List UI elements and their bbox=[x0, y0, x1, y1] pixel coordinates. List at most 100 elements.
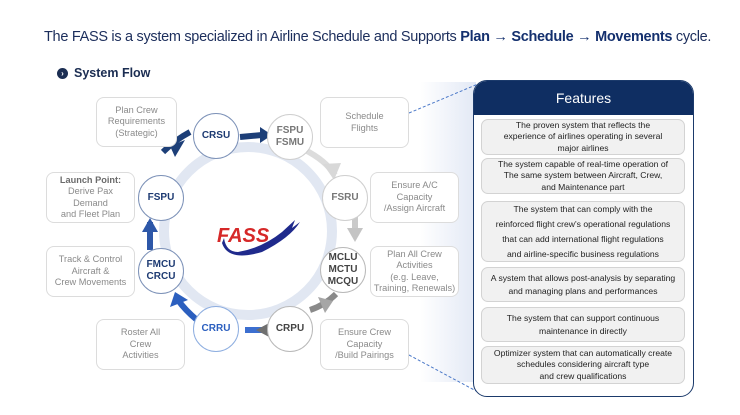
feature-line: A system that allows post-analysis by se… bbox=[490, 272, 676, 283]
feature-item: The system that can support continuous ma… bbox=[481, 307, 685, 342]
node-label: FSRU bbox=[331, 192, 359, 203]
box-line: Roster All bbox=[120, 327, 161, 338]
headline-movements: Movements bbox=[595, 29, 673, 45]
feature-line: The proven system that reflects the bbox=[515, 120, 651, 131]
headline-arrow-2: → bbox=[573, 29, 596, 45]
arrow-head-fsmu-fsru bbox=[323, 163, 341, 180]
feature-line: and managing plans and performances bbox=[508, 285, 658, 296]
feature-line: The system that can support continuous bbox=[506, 312, 660, 323]
box-line: Capacity bbox=[346, 338, 383, 349]
box-line: Schedule bbox=[345, 111, 384, 121]
node-crru: CRRU bbox=[193, 306, 239, 352]
box-line: Training, Renewals) bbox=[373, 283, 456, 293]
node-label: FSMU bbox=[275, 137, 305, 148]
node-label: MCTU bbox=[328, 264, 358, 275]
box-line: /Build Pairings bbox=[335, 350, 394, 361]
feature-item: The system that can comply with the reinf… bbox=[481, 201, 685, 262]
arrow-crsu-fspu bbox=[239, 132, 263, 140]
node-fsru: FSRU bbox=[322, 175, 368, 221]
box-line: (Strategic) bbox=[115, 127, 158, 138]
fass-logo: FASS bbox=[217, 220, 300, 256]
chevron-right-circle-icon: › bbox=[57, 67, 68, 79]
arrow-crru-fmcu bbox=[175, 298, 199, 323]
arrow-head-mclu-crpu bbox=[318, 297, 333, 313]
box-line: Demand bbox=[73, 197, 108, 208]
feature-line: and crew qualifications bbox=[539, 370, 627, 381]
feature-line: reinforced flight crew's operational reg… bbox=[495, 218, 671, 229]
box-line: Track & Control bbox=[58, 254, 123, 265]
box-line: Crew Movements bbox=[54, 277, 127, 288]
feature-line: that can add international flight regula… bbox=[502, 233, 664, 244]
feature-line: The system capable of real-time operatio… bbox=[497, 159, 669, 170]
box-line: Activities bbox=[396, 260, 433, 270]
feature-line: The same system between Aircraft, Crew, bbox=[503, 170, 663, 181]
node-crpu: CRPU bbox=[267, 306, 313, 352]
headline-arrow-1: → bbox=[489, 29, 512, 45]
section-title: System Flow bbox=[74, 66, 151, 80]
logo-swoosh bbox=[222, 220, 300, 256]
box-line: Aircraft & bbox=[71, 265, 110, 276]
callout-line-top bbox=[408, 83, 479, 114]
node-label: MCQU bbox=[327, 276, 359, 287]
center-ring bbox=[159, 142, 337, 320]
feature-item: Optimizer system that can automatically … bbox=[481, 346, 685, 384]
feature-line: and airline-specific business regulation… bbox=[507, 248, 659, 259]
node-label: MCLU bbox=[328, 252, 358, 263]
box-line: Plan Crew bbox=[115, 104, 158, 115]
logo-text: FASS bbox=[217, 225, 270, 247]
box-line: Requirements bbox=[107, 116, 166, 127]
box-line: /Assign Aircraft bbox=[383, 203, 446, 214]
box-line: Derive Pax bbox=[68, 186, 113, 196]
node-label: FSPU bbox=[147, 192, 175, 203]
headline-schedule: Schedule bbox=[511, 29, 574, 45]
arrow-head-fspu-crsu bbox=[170, 140, 185, 157]
feature-line: The system that can comply with the bbox=[513, 203, 653, 214]
arrow-head-crsu-fspu bbox=[260, 127, 272, 143]
features-panel: Features The proven system that reflects… bbox=[473, 80, 694, 397]
node-label: FSPU bbox=[276, 125, 304, 136]
box-line: Activities bbox=[122, 350, 159, 361]
box-line: Plan All Crew bbox=[387, 248, 442, 259]
node-label: CRRU bbox=[201, 323, 231, 334]
callout-line-bottom bbox=[408, 354, 479, 393]
node-crsu: CRSU bbox=[193, 113, 239, 159]
node-label: FMCU bbox=[146, 259, 176, 270]
feature-line: schedules considering aircraft type bbox=[516, 359, 650, 370]
box-line: Ensure A/C bbox=[391, 180, 438, 191]
box-line: Ensure Crew bbox=[337, 327, 392, 338]
features-title: Features bbox=[474, 81, 693, 115]
headline-plan: Plan bbox=[460, 29, 490, 45]
arrow-head-fmcu-fspu bbox=[142, 218, 158, 232]
box-line: Flights bbox=[350, 122, 379, 133]
box-bold-line: Launch Point: bbox=[59, 174, 122, 185]
headline-suffix: cycle. bbox=[672, 29, 712, 45]
feature-item: The system capable of real-time operatio… bbox=[481, 158, 685, 194]
box-line: (e.g. Leave, bbox=[390, 271, 439, 282]
feature-line: and Maintenance part bbox=[541, 181, 625, 192]
node-label: CRCU bbox=[146, 271, 176, 282]
feature-line: experience of airlines operating in seve… bbox=[503, 131, 663, 142]
feature-item: A system that allows post-analysis by se… bbox=[481, 267, 685, 302]
headline: The FASS is a system specialized in Airl… bbox=[44, 29, 711, 45]
feature-line: maintenance in directly bbox=[539, 325, 627, 336]
feature-line: Optimizer system that can automatically … bbox=[493, 348, 673, 359]
section-header: › System Flow bbox=[57, 66, 150, 80]
box-line: Capacity bbox=[396, 191, 433, 202]
arrow-head-fsru-mclu bbox=[347, 228, 363, 242]
feature-line: major airlines bbox=[557, 142, 609, 153]
callout-gradient bbox=[420, 82, 476, 382]
node-label: CRSU bbox=[201, 130, 231, 141]
